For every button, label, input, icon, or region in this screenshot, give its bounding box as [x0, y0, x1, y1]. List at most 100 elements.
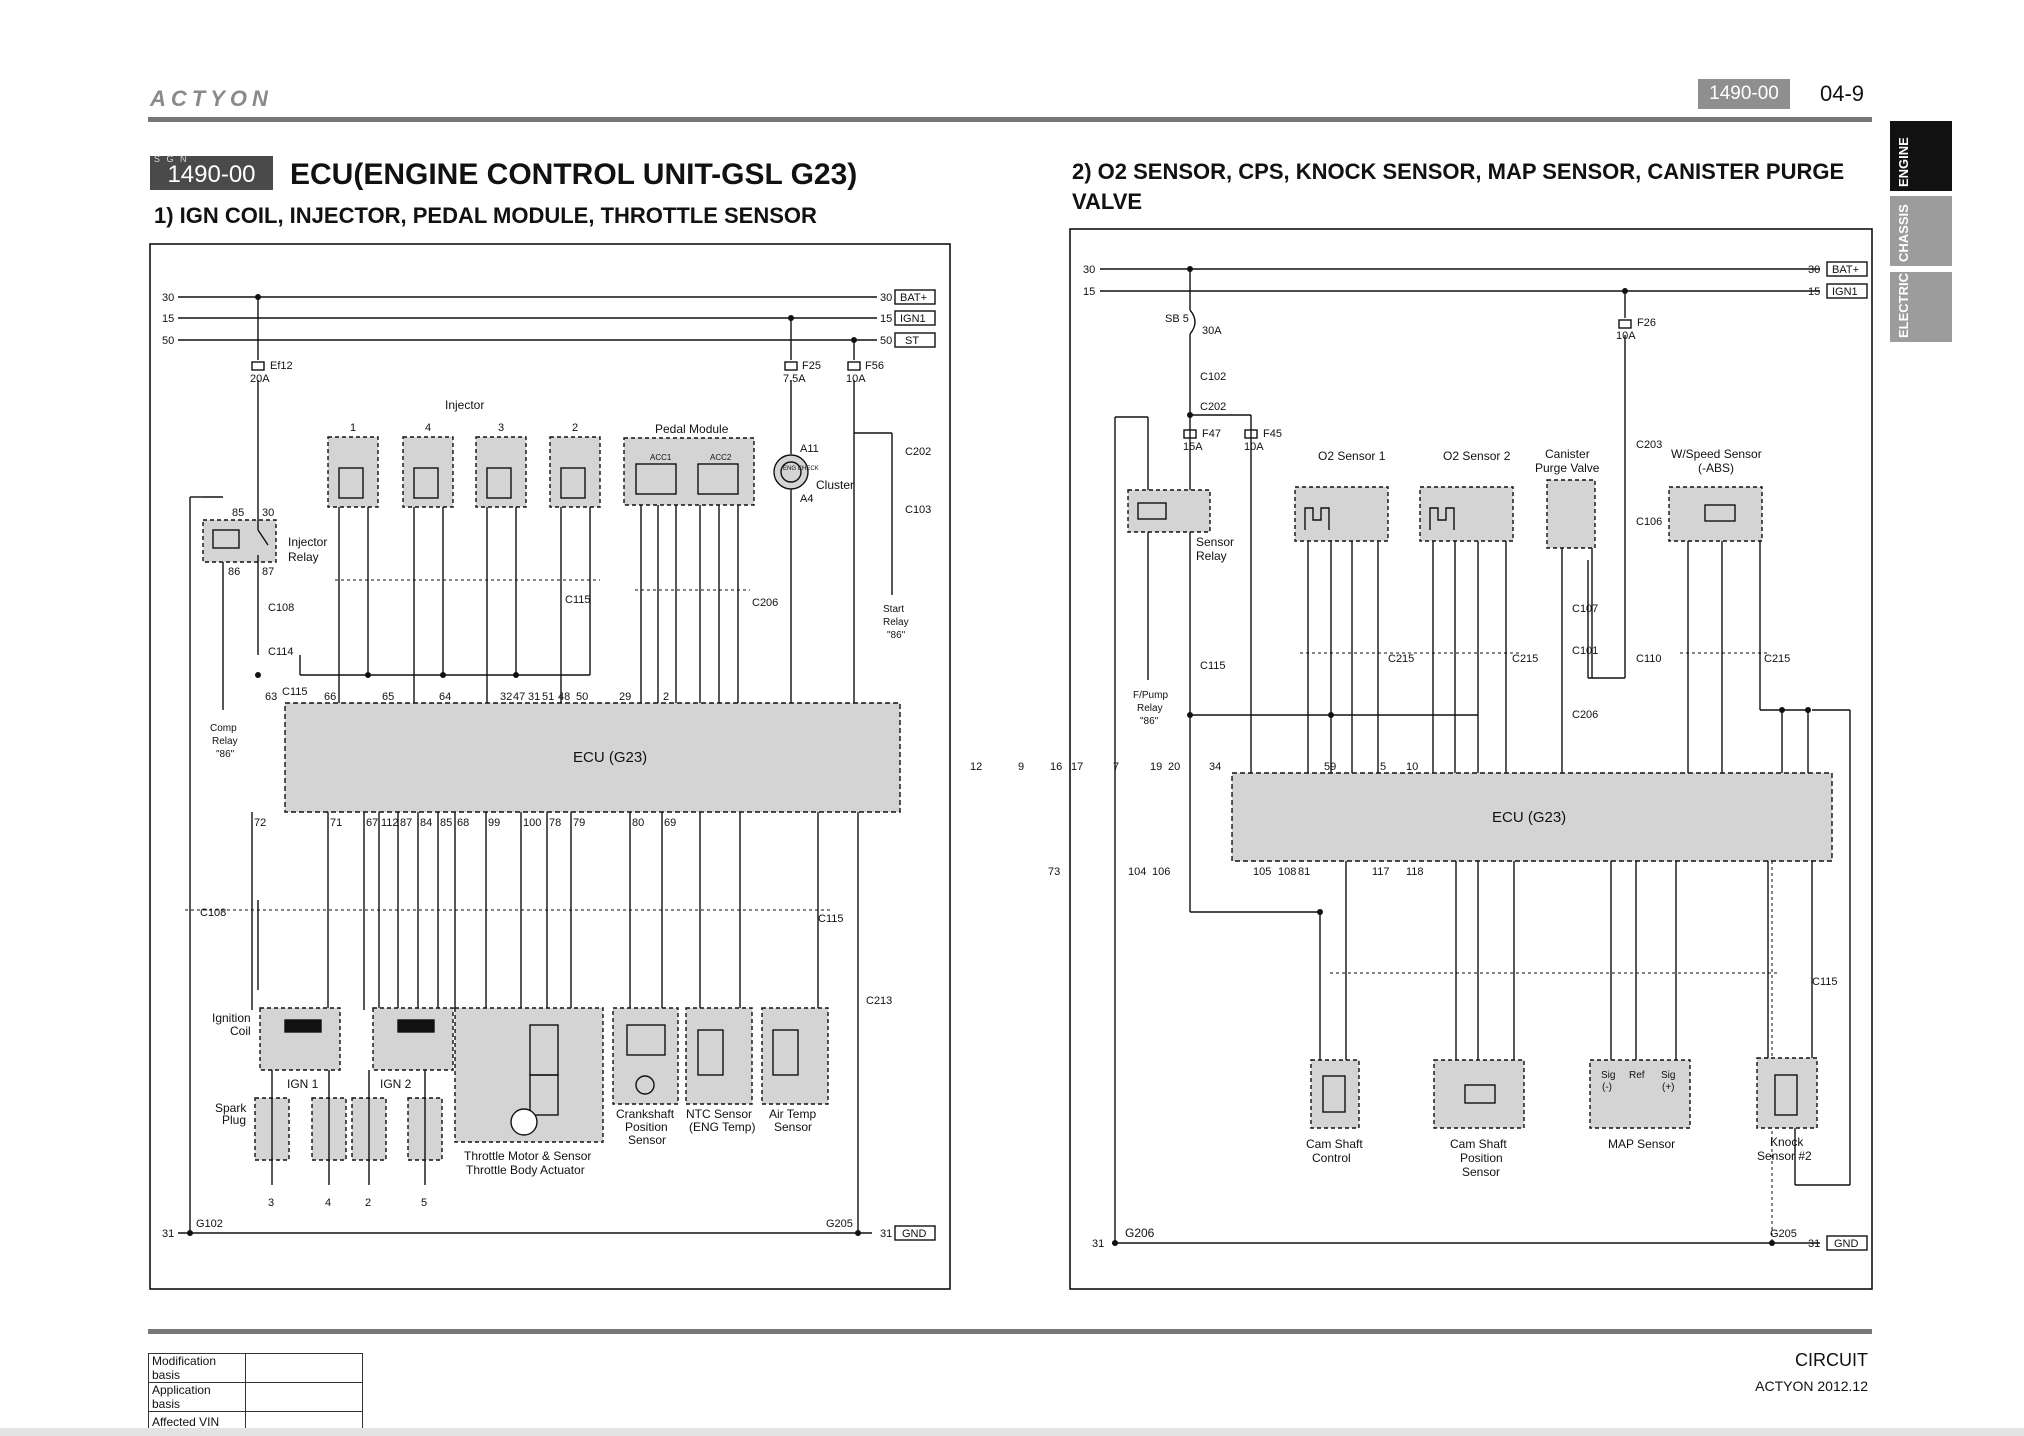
tab-engine[interactable]: ENGINE: [1890, 121, 1952, 191]
tag-ign1-right: IGN1: [1832, 286, 1858, 298]
rail-50-label: 50: [162, 335, 174, 347]
ecu-left-bottom-pin-79: 79: [573, 817, 585, 829]
svg-text:30: 30: [262, 507, 274, 519]
ecu-label-right: ECU (G23): [1492, 809, 1566, 826]
svg-text:NTC Sensor: NTC Sensor: [686, 1107, 752, 1121]
svg-text:4: 4: [325, 1197, 331, 1209]
svg-text:C103: C103: [905, 504, 931, 516]
svg-text:87: 87: [262, 566, 274, 578]
ecu-right-bottom-pin-117: 117: [1372, 866, 1390, 878]
svg-text:C215: C215: [1512, 653, 1538, 665]
svg-text:ACC2: ACC2: [710, 453, 732, 462]
svg-text:C115: C115: [818, 913, 843, 925]
ecu-right-top-pin-19: 19: [1150, 761, 1162, 773]
svg-text:30: 30: [1808, 264, 1820, 276]
rail-30-label: 30: [162, 292, 174, 304]
svg-text:Position: Position: [1460, 1151, 1503, 1165]
ecu-left-top-pin-66: 66: [324, 691, 336, 703]
subtitle-2: 2) O2 SENSOR, CPS, KNOCK SENSOR, MAP SEN…: [1072, 159, 1845, 214]
svg-text:W/Speed Sensor: W/Speed Sensor: [1671, 447, 1762, 461]
injector-label: Injector: [445, 398, 484, 412]
svg-text:Canister: Canister: [1545, 447, 1590, 461]
svg-text:15: 15: [880, 313, 892, 325]
svg-text:Sensor: Sensor: [628, 1133, 666, 1147]
tab-electric[interactable]: ELECTRIC: [1890, 272, 1952, 342]
ecu-left-top-pin-29: 29: [619, 691, 631, 703]
svg-text:2: 2: [572, 422, 578, 434]
left-diagram: [149, 243, 951, 1290]
svg-text:31: 31: [162, 1228, 174, 1240]
tag-gnd-right: GND: [1834, 1238, 1859, 1250]
tab-chassis[interactable]: CHASSIS: [1890, 196, 1952, 266]
svg-text:C213: C213: [866, 995, 892, 1007]
svg-text:15A: 15A: [1183, 441, 1203, 453]
svg-text:10A: 10A: [1616, 330, 1636, 342]
svg-text:(ENG Temp): (ENG Temp): [689, 1120, 755, 1134]
svg-text:"86": "86": [887, 630, 906, 641]
svg-text:85: 85: [232, 507, 244, 519]
svg-text:Plug: Plug: [222, 1113, 246, 1127]
svg-text:31: 31: [1092, 1238, 1104, 1250]
svg-text:C215: C215: [1764, 653, 1790, 665]
svg-text:C115: C115: [565, 594, 590, 606]
svg-text:30: 30: [880, 292, 892, 304]
ecu-left-bottom-pin-84: 84: [420, 817, 432, 829]
svg-text:31: 31: [1808, 1238, 1820, 1250]
ecu-left-top-pin-63: 63: [265, 691, 277, 703]
bottom-bar: [0, 1428, 2024, 1436]
ecu-right-bottom-pin-105: 105: [1253, 866, 1271, 878]
svg-text:Injector: Injector: [288, 535, 327, 549]
svg-text:C101: C101: [1572, 645, 1598, 657]
o2-sensor-2-label: O2 Sensor 2: [1443, 449, 1511, 463]
svg-text:Position: Position: [625, 1120, 668, 1134]
svg-text:C215: C215: [1388, 653, 1414, 665]
ecu-right-bottom-pin-118: 118: [1406, 866, 1424, 878]
svg-text:(-): (-): [1602, 1082, 1612, 1093]
svg-text:(+): (+): [1662, 1082, 1675, 1093]
svg-text:4: 4: [425, 422, 431, 434]
svg-text:Throttle Motor & Sensor: Throttle Motor & Sensor: [464, 1149, 591, 1163]
svg-text:Start: Start: [883, 604, 904, 615]
svg-text:C102: C102: [1200, 371, 1226, 383]
svg-text:30A: 30A: [1202, 325, 1222, 337]
ecu-left-top-pin-48: 48: [558, 691, 570, 703]
junction-dots: [187, 266, 1811, 1246]
ecu-right-bottom-pin-73: 73: [1048, 866, 1060, 878]
svg-text:Relay: Relay: [883, 617, 909, 628]
svg-text:3: 3: [268, 1197, 274, 1209]
svg-text:Ref: Ref: [1629, 1070, 1645, 1081]
header-rule: [148, 117, 1872, 122]
svg-text:C202: C202: [905, 446, 931, 458]
ecu-left-top-pin-32: 32: [500, 691, 512, 703]
svg-text:Relay: Relay: [288, 550, 319, 564]
svg-text:Spark: Spark: [215, 1101, 247, 1115]
ecu-left-bottom-pin-87: 87: [400, 817, 412, 829]
ecu-label-left: ECU (G23): [573, 749, 647, 766]
svg-text:Cam Shaft: Cam Shaft: [1450, 1137, 1507, 1151]
header-code: 1490-00: [1698, 79, 1790, 109]
ecu-left-bottom-pin-80: 80: [632, 817, 644, 829]
tag-bat: BAT+: [900, 292, 927, 304]
svg-text:Air Temp: Air Temp: [769, 1107, 816, 1121]
svg-text:Ignition: Ignition: [212, 1011, 251, 1025]
ecu-right-top-pin-17: 17: [1071, 761, 1083, 773]
ecu-left-bottom-pin-69: 69: [664, 817, 676, 829]
svg-text:C108: C108: [268, 602, 294, 614]
ecu-right-bottom-pin-106: 106: [1152, 866, 1170, 878]
svg-text:Relay: Relay: [1196, 549, 1227, 563]
ecu-left-bottom-pin-100: 100: [523, 817, 541, 829]
svg-text:Purge Valve: Purge Valve: [1535, 461, 1600, 475]
ground-g205-right: G205: [1770, 1228, 1797, 1240]
svg-text:C107: C107: [1572, 603, 1598, 615]
ground-g206: G206: [1125, 1226, 1155, 1240]
svg-text:C203: C203: [1636, 439, 1662, 451]
svg-text:Comp: Comp: [210, 723, 237, 734]
svg-text:F47: F47: [1202, 428, 1221, 440]
tag-st: ST: [905, 335, 919, 347]
ecu-left-top-pin-64: 64: [439, 691, 451, 703]
svg-text:Knock: Knock: [1770, 1135, 1804, 1149]
ecu-left-bottom-pin-112: 112: [381, 817, 399, 829]
svg-text:"86": "86": [1140, 716, 1159, 727]
svg-text:C114: C114: [268, 646, 293, 658]
